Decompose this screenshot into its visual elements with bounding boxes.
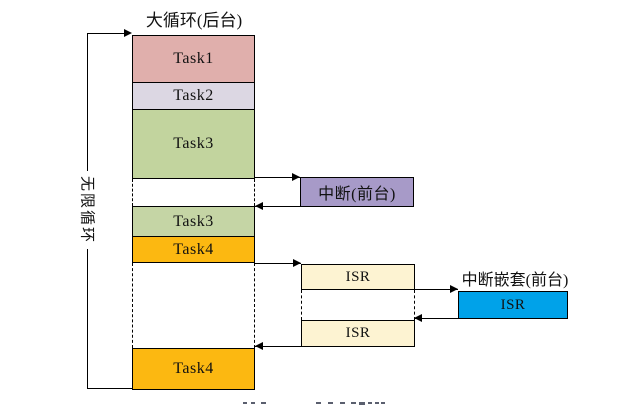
isr-nested-box: ISR	[458, 291, 568, 319]
arrow-return-task3-icon	[255, 202, 263, 210]
isr-top-label: ISR	[345, 268, 371, 285]
arrow-to-isr-icon	[293, 259, 301, 267]
task3-resume-label: Task3	[173, 212, 214, 230]
line-task3-to-interrupt	[255, 177, 300, 178]
loop-bottom-line	[87, 388, 133, 389]
gap2-left-dash	[132, 263, 133, 348]
isr-nested-label: ISR	[500, 296, 526, 313]
isr-bottom-label: ISR	[345, 325, 371, 341]
loop-left-line-upper	[87, 33, 88, 171]
interrupt-label: 中断(前台)	[318, 186, 396, 203]
arrow-return-task4-icon	[255, 342, 263, 350]
line-task4-to-isr	[255, 263, 301, 264]
background-loop-title: 大循环(后台)	[145, 11, 243, 30]
task1-box: Task1	[132, 35, 255, 83]
task1-label: Task1	[173, 50, 214, 67]
infinite-loop-label: 无限循环	[78, 175, 95, 245]
line-interrupt-return	[255, 206, 300, 207]
gap1-right-dash	[254, 179, 255, 206]
task4-box: Task4	[132, 236, 255, 263]
isr-bottom-box: ISR	[301, 320, 415, 347]
line-nested-return	[414, 318, 458, 319]
line-isr-return-task4	[255, 346, 301, 347]
arrow-return-isr-icon	[414, 314, 422, 322]
task4-resume-label: Task4	[173, 360, 214, 377]
isr-gap-left-dash	[301, 290, 302, 320]
loop-top-line	[87, 33, 126, 34]
task3-label: Task3	[173, 135, 214, 152]
arrow-to-nested-isr-icon	[450, 285, 458, 293]
arrow-to-interrupt-icon	[292, 173, 300, 181]
gap1-left-dash	[132, 179, 133, 206]
task3-resume-box: Task3	[132, 206, 255, 237]
gap2-right-dash	[254, 263, 255, 348]
loop-left-line-lower	[87, 249, 88, 389]
isr-top-box: ISR	[301, 264, 415, 290]
arrow-into-loop-top-icon	[124, 29, 132, 37]
task2-label: Task2	[173, 87, 214, 104]
task2-box: Task2	[132, 82, 255, 110]
interrupt-box: 中断(前台)	[300, 177, 414, 207]
nested-interrupt-title: 中断嵌套(前台)	[461, 272, 569, 289]
isr-gap-right-dash	[414, 290, 415, 320]
task3-box: Task3	[132, 109, 255, 179]
line-isr-to-nested	[414, 289, 458, 290]
task4-label: Task4	[173, 240, 214, 258]
task4-resume-box: Task4	[132, 348, 255, 390]
